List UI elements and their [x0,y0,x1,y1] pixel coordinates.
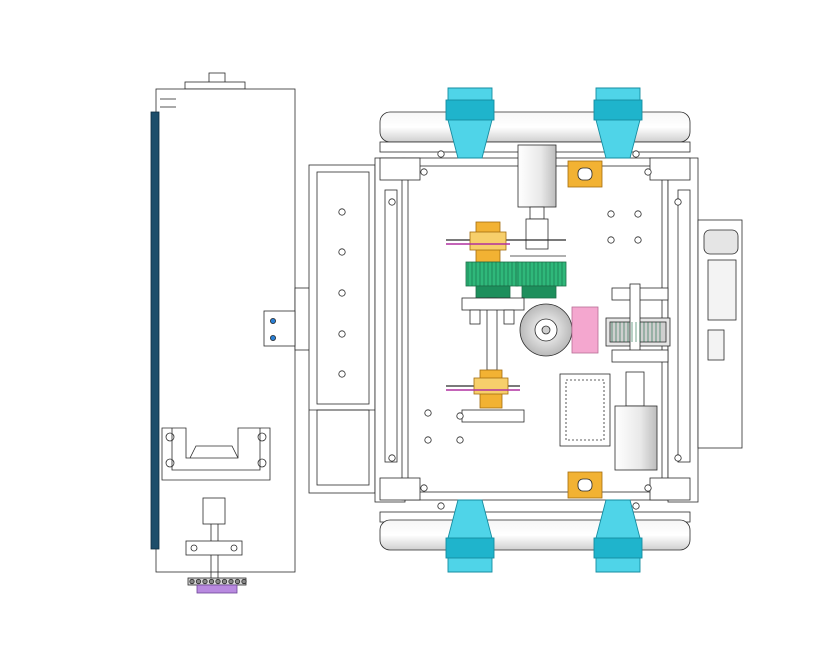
corner-block [649,157,691,181]
bolt-hole [456,436,464,444]
bolt-set [189,150,682,585]
track-pad-bottom-left [447,499,493,573]
side-panel-edge [150,111,160,550]
side-top-flange [184,81,246,90]
bolt-hole [338,248,346,256]
bolt-hole [644,168,652,176]
side-purple-hub [196,584,238,594]
drive-motor-bottom [614,405,658,471]
chain-link [208,578,215,585]
bolt-hole [424,409,432,417]
track-roller-top [379,111,691,143]
bolt-hole [338,208,346,216]
side-view [150,72,312,594]
corner-block [379,477,421,501]
corner-block [379,157,421,181]
bolt-hole [420,168,428,176]
bolt-hole [607,210,615,218]
bolt-hole [424,436,432,444]
pink-pad [571,306,599,354]
track-pads [445,87,643,573]
track-roller-bottom [379,519,691,551]
track-bottom [379,511,691,551]
u-bracket [161,427,271,481]
bolt-hole [674,454,682,462]
bolt-hole [674,198,682,206]
side-shaft-clamp [185,540,243,556]
chain-link [234,578,241,585]
chain-link [228,578,234,585]
bolt-hole [607,236,615,244]
bolt-hole [632,502,640,510]
drive-motor-top [517,144,557,208]
side-mount-plate [263,310,296,347]
side-motor-block [202,497,226,525]
bolt-hole [338,289,346,297]
bolt-hole [388,454,396,462]
corner-block [649,477,691,501]
chain-link [202,578,208,585]
left-side-frame [308,164,376,494]
bolt-hole [388,198,396,206]
bolt-hole [632,150,640,158]
right-rail [667,157,699,503]
chain-link [241,578,247,585]
shaft-support [461,297,525,311]
chain-link [221,578,228,585]
bolt-hole [437,150,445,158]
chain-link [215,578,221,585]
chain-link [195,578,202,585]
mount-hole [269,334,276,341]
bolt-hole [644,484,652,492]
bolt-hole [338,370,346,378]
left-rail [374,157,406,503]
bolt-hole [634,210,642,218]
bolt-hole [420,484,428,492]
mount-hole [269,317,276,324]
bolt-hole [456,412,464,420]
gear-right [515,261,567,287]
shaft-support [461,409,525,423]
bolt-hole [437,502,445,510]
control-box [559,373,611,447]
bolt-hole [338,330,346,338]
bolt-hole [634,236,642,244]
chain-link [189,578,195,585]
track-pad-bottom-right [595,499,641,573]
